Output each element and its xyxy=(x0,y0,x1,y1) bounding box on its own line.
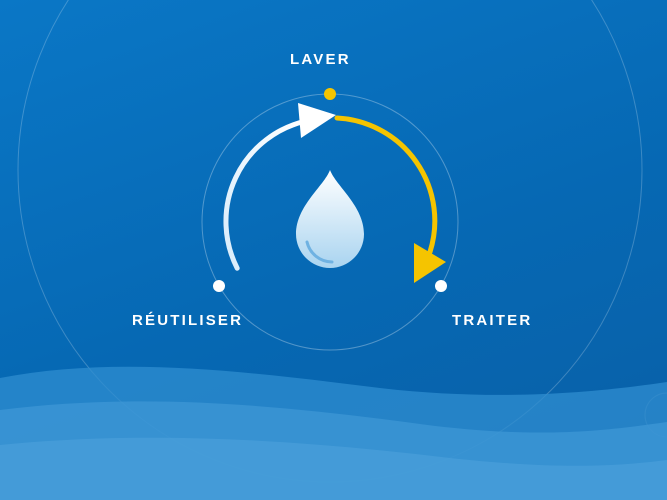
step-label-reutiliser: RÉUTILISER xyxy=(132,312,244,329)
reuse-to-wash-arc xyxy=(223,118,309,271)
wave-front xyxy=(0,437,667,500)
wash-to-treat-arc xyxy=(334,115,438,255)
reuse-to-wash-arrow-icon xyxy=(298,103,336,138)
step-label-traiter: TRAITER xyxy=(452,312,533,329)
step-marker-reutiliser xyxy=(213,280,225,292)
step-marker-traiter xyxy=(435,280,447,292)
water-drop-highlight xyxy=(305,240,334,264)
step-marker-laver xyxy=(324,88,336,100)
wash-to-treat-arrow-icon xyxy=(414,243,446,283)
water-drop-icon xyxy=(296,170,364,268)
step-label-laver: LAVER xyxy=(290,51,351,68)
